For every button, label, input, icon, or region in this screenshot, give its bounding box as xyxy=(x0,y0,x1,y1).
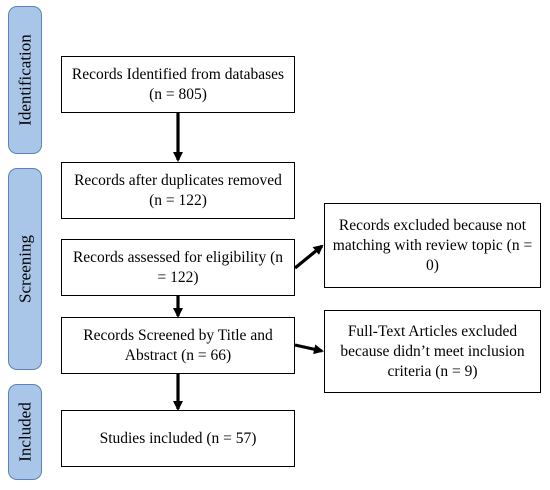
phase-screening: Screening xyxy=(8,168,42,370)
box-studies-included: Studies included (n = 57) xyxy=(61,410,295,467)
box-records-assessed: Records assessed for eligibility (n = 12… xyxy=(61,239,295,296)
arrow-screened-to-excluded-fulltext xyxy=(294,343,324,355)
box-records-after-duplicates: Records after duplicates removed (n = 12… xyxy=(61,162,295,219)
box-records-screened: Records Screened by Title and Abstract (… xyxy=(61,317,295,374)
phase-identification: Identification xyxy=(8,6,42,154)
arrow-assessed-to-excluded-topic xyxy=(293,244,324,270)
box-excluded-topic: Records excluded because not matching wi… xyxy=(324,203,541,288)
box-records-identified: Records Identified from databases (n = 8… xyxy=(61,56,295,113)
phase-included: Included xyxy=(8,384,42,480)
box-excluded-fulltext: Full-Text Articles excluded because didn… xyxy=(324,310,541,393)
